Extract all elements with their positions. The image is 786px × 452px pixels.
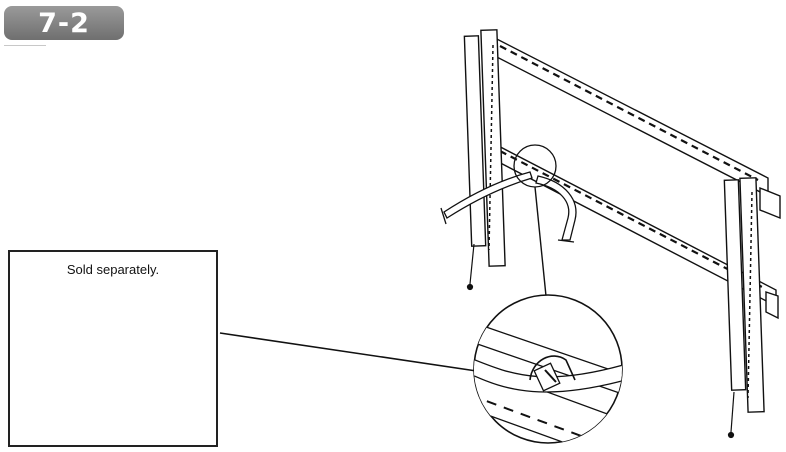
leader-line-note (219, 332, 491, 374)
zoom-detail (473, 294, 623, 444)
badge-underline (4, 45, 46, 46)
note-text: Sold separately. (66, 262, 160, 277)
cables (440, 171, 577, 243)
leader-line-zoom (534, 186, 547, 297)
mount-frame (463, 29, 781, 413)
step-label: 7-2 (38, 7, 90, 39)
step-badge: 7-2 (4, 6, 124, 40)
sold-separately-box: Sold separately. (8, 250, 218, 447)
safety-cords (466, 243, 735, 439)
